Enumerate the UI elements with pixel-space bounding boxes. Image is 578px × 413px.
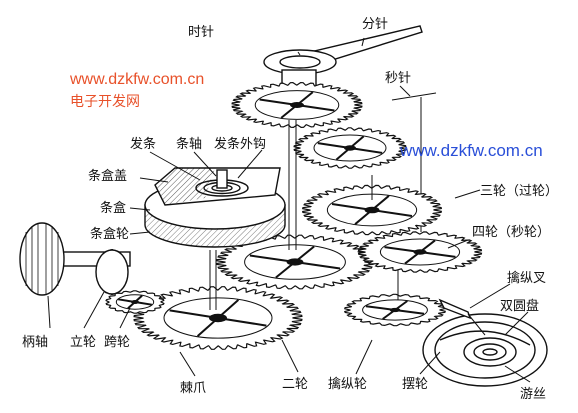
label-crown-wheel: 立轮: [70, 335, 96, 350]
gear-center-wheel: [215, 234, 375, 290]
label-arbor: 条轴: [176, 136, 202, 152]
label-hairspring: 游丝: [520, 387, 546, 402]
mainspring: [195, 169, 249, 197]
label-balance-wheel: 摆轮: [402, 377, 428, 392]
label-crossing-wheel: 跨轮: [104, 335, 130, 350]
label-minute-hand: 分针: [362, 17, 388, 32]
gear-crossing-wheel: [105, 290, 165, 314]
label-barrel-cover: 条盒盖: [88, 168, 127, 184]
gear-hour-wheel: [231, 81, 363, 129]
label-mainspring: 发条: [130, 136, 156, 152]
gear-third-wheel: [301, 184, 443, 236]
gear-fourth-wheel: [357, 231, 483, 273]
hour-hand: [263, 49, 337, 75]
pallet-fork: [438, 298, 486, 336]
label-escape-wheel: 擒纵轮: [328, 376, 367, 392]
label-center-wheel: 二轮: [282, 377, 308, 392]
label-third-wheel: 三轮（过轮）: [480, 184, 558, 199]
gear-third-wheel-top: [293, 127, 407, 169]
label-fourth-wheel: 四轮（秒轮）: [472, 225, 550, 240]
watermark-site-left: www.dzkfw.com.cn: [69, 71, 204, 88]
gear-escape-wheel: [343, 293, 447, 327]
leader-lines: [47, 37, 531, 383]
gear-train: [95, 81, 483, 350]
label-barrel-wheel: 条盒轮: [90, 226, 129, 242]
label-mainspring-hook: 发条外钩: [214, 136, 266, 152]
winding-stem: [19, 222, 131, 296]
watermark-site-name: 电子开发网: [70, 94, 140, 110]
label-click: 棘爪: [180, 381, 206, 396]
watermark-site-right: www.dzkfw.com.cn: [399, 141, 543, 160]
label-double-roller: 双圆盘: [500, 298, 539, 314]
gear-barrel-wheel: [133, 286, 303, 350]
label-second-hand: 秒针: [385, 71, 411, 86]
label-winding-stem: 柄轴: [22, 335, 48, 350]
arbors: [209, 120, 399, 310]
label-hour-hand: 时针: [188, 25, 214, 40]
label-barrel: 条盒: [100, 200, 126, 216]
label-pallet-fork: 擒纵叉: [507, 270, 546, 286]
hairspring: [463, 337, 517, 367]
